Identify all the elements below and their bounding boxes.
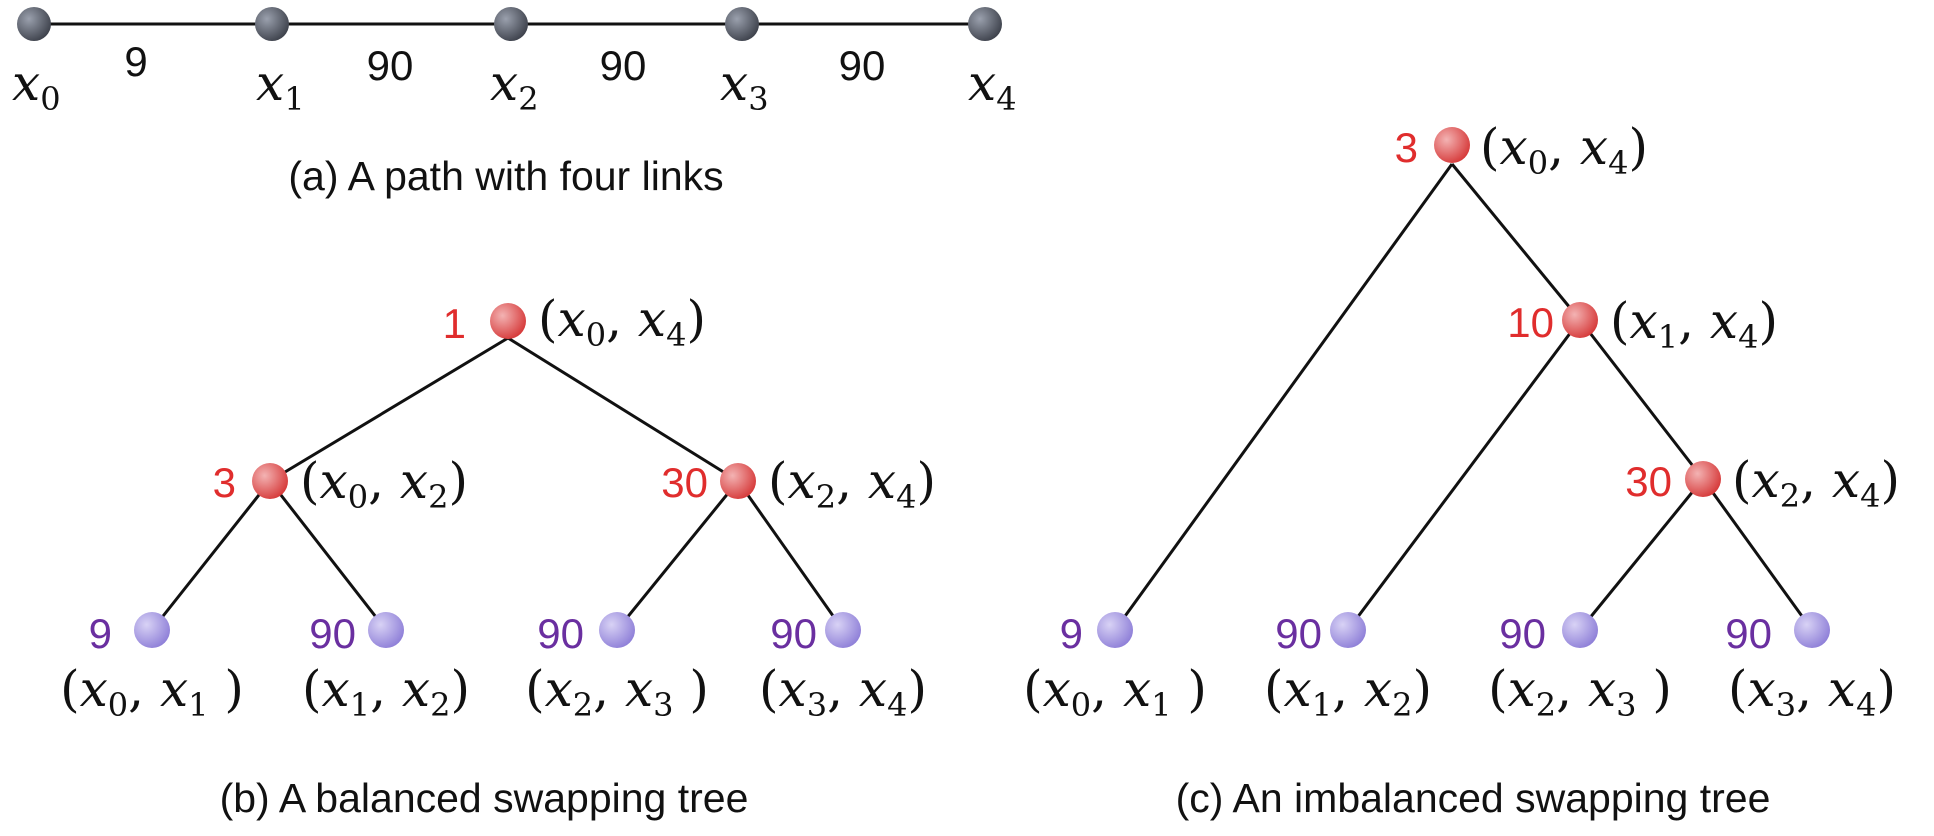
node-pair-label: (x1, x4) xyxy=(1610,292,1778,356)
leaf-node xyxy=(1794,612,1830,648)
node-value: 9 xyxy=(1060,610,1083,657)
path-link-label: 90 xyxy=(367,42,414,89)
node-value: 90 xyxy=(309,610,356,657)
node-value: 90 xyxy=(537,610,584,657)
tree-edge xyxy=(615,480,740,631)
node-pair-label: (x0, x1 ) xyxy=(60,660,244,724)
node-value: 10 xyxy=(1507,299,1554,346)
path-node xyxy=(17,7,51,41)
node-value: 90 xyxy=(770,610,817,657)
internal-node xyxy=(1562,302,1598,338)
path-node xyxy=(494,7,528,41)
node-value: 90 xyxy=(1725,610,1772,657)
node-value: 90 xyxy=(1499,610,1546,657)
path-node xyxy=(255,7,289,41)
node-value: 3 xyxy=(1395,124,1418,171)
tree-edge xyxy=(269,336,509,483)
node-pair-label: (x0, x1 ) xyxy=(1023,660,1207,724)
internal-node xyxy=(1434,127,1470,163)
node-value: 30 xyxy=(1625,458,1672,505)
imbalanced-tree: 3 10 30 9 90 90 90 (x0, x4) (x1, x4) (x2… xyxy=(1023,118,1900,821)
node-pair-label: (x2, x3 ) xyxy=(525,660,709,724)
node-value: 9 xyxy=(89,610,112,657)
leaf-node xyxy=(368,612,404,648)
path-node xyxy=(725,7,759,41)
node-pair-label: (x1, x2) xyxy=(302,660,470,724)
internal-node xyxy=(1685,461,1721,497)
tree-edge xyxy=(268,480,388,631)
leaf-node xyxy=(134,612,170,648)
internal-node xyxy=(252,463,288,499)
node-pair-label: (x1, x2) xyxy=(1264,660,1432,724)
path-node-label: x4 xyxy=(968,54,1017,118)
balanced-tree-caption: (b) A balanced swapping tree xyxy=(220,775,749,821)
tree-edge xyxy=(150,480,272,631)
node-pair-label: (x2, x3 ) xyxy=(1488,660,1672,724)
leaf-node xyxy=(1562,612,1598,648)
tree-edge xyxy=(507,336,739,483)
node-pair-label: (x3, x4) xyxy=(759,660,927,724)
node-pair-label: (x2, x4) xyxy=(768,452,936,516)
balanced-tree: 1 3 30 9 90 90 90 (x0, x4) (x0, x2) (x2,… xyxy=(60,290,936,821)
path-graph: x0 x1 x2 x3 x4 9 90 90 90 (a) A path wit… xyxy=(12,7,1017,199)
tree-edge xyxy=(1113,163,1454,631)
node-pair-label: (x0, x2) xyxy=(300,452,468,516)
imbalanced-tree-caption: (c) An imbalanced swapping tree xyxy=(1176,775,1771,821)
path-link-label: 90 xyxy=(600,42,647,89)
node-value: 1 xyxy=(443,300,466,347)
node-value: 3 xyxy=(213,459,236,506)
leaf-node xyxy=(825,612,861,648)
path-node-label: x1 xyxy=(256,54,305,118)
node-pair-label: (x0, x4) xyxy=(1480,118,1648,182)
leaf-node xyxy=(1097,612,1133,648)
internal-node xyxy=(490,303,526,339)
node-value: 30 xyxy=(661,459,708,506)
node-value: 90 xyxy=(1275,610,1322,657)
path-node-label: x3 xyxy=(720,54,769,118)
path-link-label: 90 xyxy=(839,42,886,89)
tree-edge xyxy=(1578,478,1705,631)
tree-edge xyxy=(1578,319,1705,480)
path-caption: (a) A path with four links xyxy=(288,153,723,199)
node-pair-label: (x0, x4) xyxy=(538,290,706,354)
path-node-label: x0 xyxy=(12,54,61,118)
path-node xyxy=(968,7,1002,41)
path-node-label: x2 xyxy=(490,54,539,118)
tree-edge xyxy=(1701,478,1814,631)
tree-edge xyxy=(1346,319,1582,631)
tree-edge xyxy=(736,480,845,631)
internal-node xyxy=(720,463,756,499)
leaf-node xyxy=(1330,612,1366,648)
tree-edge xyxy=(1450,163,1582,321)
node-pair-label: (x2, x4) xyxy=(1732,451,1900,515)
node-pair-label: (x3, x4) xyxy=(1728,660,1896,724)
path-link-label: 9 xyxy=(124,38,147,85)
leaf-node xyxy=(599,612,635,648)
